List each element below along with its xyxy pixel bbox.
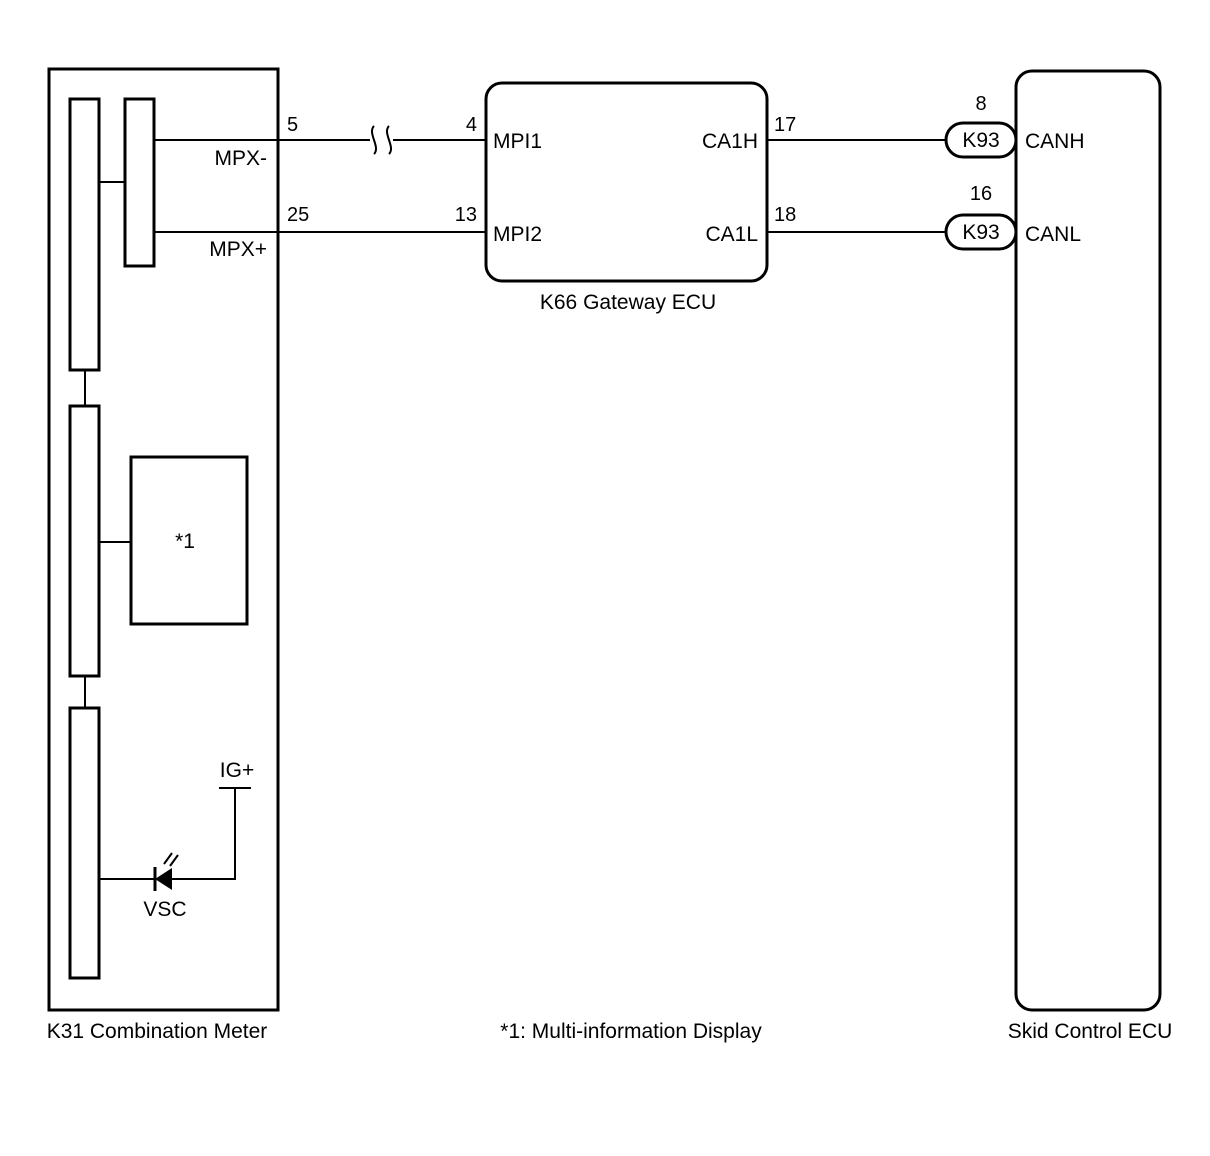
mpx-transceiver-block	[123, 97, 156, 268]
multi-info-display-block	[129, 455, 249, 626]
multi-info-display-label: *1	[175, 530, 195, 553]
meter-bus-segment-3	[68, 706, 101, 980]
vsc-label: VSC	[143, 898, 186, 921]
pin-8: 8	[975, 93, 986, 115]
connector-k93-canl: K93	[944, 213, 1018, 251]
pin-25: 25	[287, 204, 309, 226]
mpi1-label: MPI1	[493, 130, 542, 153]
ca1l-label: CA1L	[705, 223, 758, 246]
connector-k93-canh-label: K93	[962, 129, 999, 152]
pin-17: 17	[774, 114, 796, 136]
mpx-plus-label: MPX+	[209, 238, 267, 261]
combination-meter-outline	[47, 67, 280, 1012]
gateway-ecu: MPI1 MPI2 CA1H CA1L	[484, 81, 769, 283]
pin-13: 13	[455, 204, 477, 226]
wire-break-icon	[371, 125, 392, 155]
ca1h-label: CA1H	[702, 130, 758, 153]
gateway-ecu-label: K66 Gateway ECU	[540, 291, 716, 314]
combination-meter: *1 IG+ VSC MPX- MPX+	[47, 67, 280, 1012]
skid-control-ecu-label: Skid Control ECU	[1008, 1020, 1173, 1043]
pin-4: 4	[466, 114, 477, 136]
combination-meter-label: K31 Combination Meter	[47, 1020, 268, 1043]
meter-bus-segment-1	[68, 97, 101, 372]
pin-18: 18	[774, 204, 796, 226]
canh-label: CANH	[1025, 130, 1085, 153]
mpx-minus-label: MPX-	[215, 147, 268, 170]
skid-control-ecu-outline	[1014, 69, 1162, 1012]
canl-label: CANL	[1025, 223, 1081, 246]
pin-16: 16	[970, 183, 992, 205]
mpi2-label: MPI2	[493, 223, 542, 246]
meter-bus-segment-2	[68, 404, 101, 678]
vsc-supply-wire	[172, 788, 236, 880]
gateway-ecu-outline	[484, 81, 769, 283]
vsc-led-icon	[153, 852, 179, 891]
skid-control-ecu: CANH CANL	[1014, 69, 1162, 1012]
footnote: *1: Multi-information Display	[500, 1020, 762, 1043]
connector-k93-canh: K93	[944, 121, 1018, 159]
connector-k93-canl-label: K93	[962, 221, 999, 244]
ig-plus-label: IG+	[220, 759, 254, 782]
pin-5: 5	[287, 114, 298, 136]
